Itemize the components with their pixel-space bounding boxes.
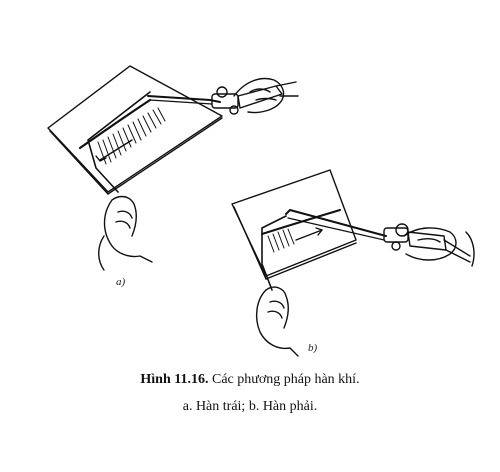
figure-caption: Hình 11.16. Các phương pháp hàn khí.	[0, 370, 500, 390]
panel-a-filler-rod	[87, 91, 151, 193]
panel-a-weld-seam	[78, 98, 152, 150]
panel-a-torch-hand	[233, 77, 285, 114]
caption-number: Hình 11.16.	[140, 372, 209, 387]
panel-b-label: b)	[308, 342, 318, 354]
panel-b-rod-hand	[255, 289, 299, 357]
panel-b-direction-arrow	[295, 229, 323, 241]
panel-b-drawing	[231, 169, 475, 357]
panel-a-torch-tube	[147, 95, 221, 103]
caption-title: Các phương pháp hàn khí.	[208, 372, 360, 387]
panel-b-torch-tube	[285, 209, 387, 237]
panel-a-drawing	[47, 65, 299, 271]
welding-figure: a) b)	[47, 65, 475, 357]
panel-b-weld-seam	[261, 209, 341, 235]
caption-subtitle: a. Hàn trái; b. Hàn phải.	[182, 399, 318, 414]
welding-illustration	[47, 65, 475, 357]
panel-a-plate	[47, 65, 223, 193]
panel-b-hatching	[267, 228, 295, 253]
panel-a-torch-body	[211, 81, 299, 115]
panel-a-rod-hand	[103, 199, 153, 263]
panel-a-direction-arrow	[99, 139, 133, 161]
panel-b-torch-hand	[403, 227, 457, 261]
panel-a-hatching	[97, 107, 166, 165]
panel-b-filler-rod	[261, 215, 287, 291]
panel-b-torch-body	[383, 223, 471, 263]
panel-a-label: a)	[116, 276, 126, 288]
